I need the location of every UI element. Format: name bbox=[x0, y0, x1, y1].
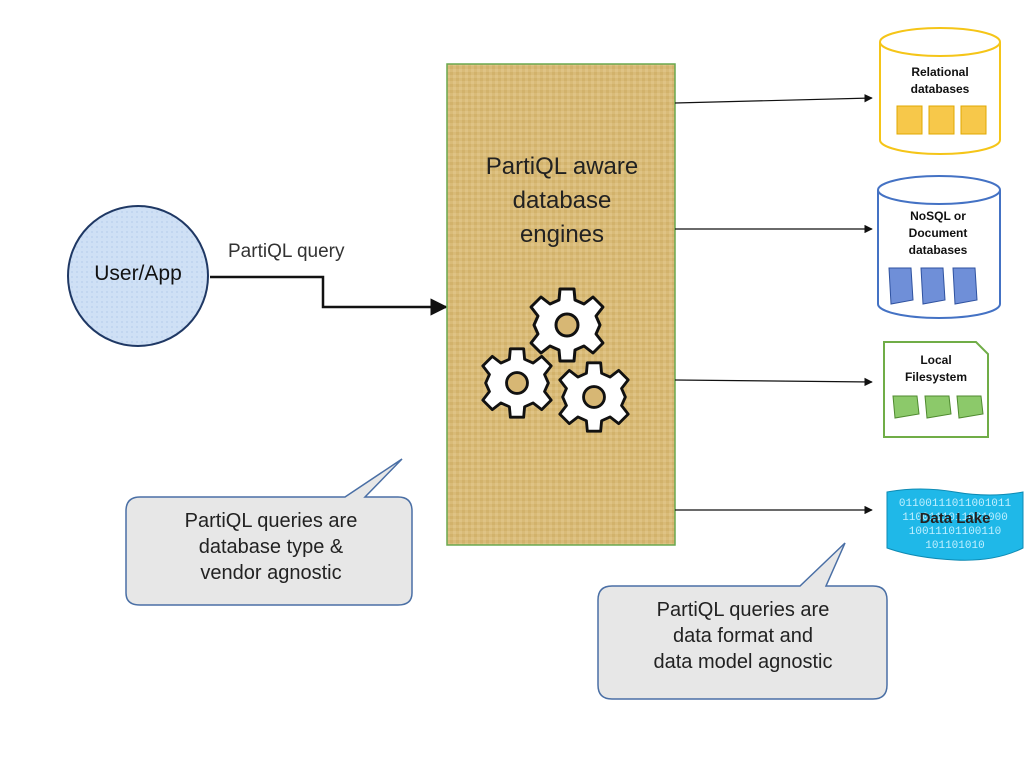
datalake-binary-2: 1100111011001000 bbox=[902, 512, 1008, 524]
datalake-binary-3: 10011101100110 bbox=[909, 526, 1001, 538]
nosql-db-icon bbox=[877, 175, 1001, 319]
relational-db-icon bbox=[879, 27, 1001, 155]
arrow-filesystem bbox=[674, 377, 873, 387]
filesystem-icon bbox=[883, 341, 989, 438]
query-label: PartiQL query bbox=[228, 241, 345, 262]
callout-vendor-line: database type & bbox=[198, 536, 344, 558]
nosql-label: NoSQL or Document databases bbox=[878, 208, 998, 259]
callout-vendor-line: PartiQL queries are bbox=[184, 510, 358, 532]
arrow-relational bbox=[674, 93, 873, 104]
callout-format-line: data model agnostic bbox=[653, 651, 833, 673]
engine-label-line: engines bbox=[519, 221, 605, 248]
callout-format-line: PartiQL queries are bbox=[656, 599, 830, 621]
callout-format-line: data format and bbox=[672, 625, 814, 647]
nosql-label-line: Document bbox=[908, 226, 968, 240]
user-app-label: User/App bbox=[94, 262, 182, 285]
filesystem-label: Local Filesystem bbox=[884, 352, 988, 386]
relational-label: Relational databases bbox=[880, 64, 1000, 98]
datalake-binary-4: 101101010 bbox=[925, 540, 984, 552]
callout-vendor-text: PartiQL queries are database type & vend… bbox=[127, 508, 415, 586]
datalake-binary-1: 01100111011001011 bbox=[899, 498, 1012, 510]
nosql-label-line: databases bbox=[908, 243, 968, 257]
user-app-node bbox=[67, 205, 209, 347]
nosql-label-line: NoSQL or bbox=[910, 209, 966, 223]
callout-format-text: PartiQL queries are data format and data… bbox=[598, 597, 888, 675]
engine-label-line: PartiQL aware bbox=[485, 153, 639, 180]
filesystem-label-line: Filesystem bbox=[904, 370, 968, 384]
callout-vendor bbox=[125, 458, 413, 606]
datalake-icon: 01100111011001011 1100111011001000 10011… bbox=[886, 488, 1024, 561]
relational-label-line: Relational bbox=[911, 65, 969, 79]
engine-label-line: database bbox=[512, 187, 612, 214]
query-connector bbox=[210, 275, 448, 316]
callout-vendor-line: vendor agnostic bbox=[200, 562, 342, 584]
relational-label-line: databases bbox=[910, 82, 970, 96]
filesystem-label-line: Local bbox=[920, 353, 952, 367]
datalake-label: Data Lake bbox=[919, 510, 991, 527]
callout-format bbox=[597, 542, 888, 700]
engine-label: PartiQL aware database engines bbox=[448, 150, 676, 252]
